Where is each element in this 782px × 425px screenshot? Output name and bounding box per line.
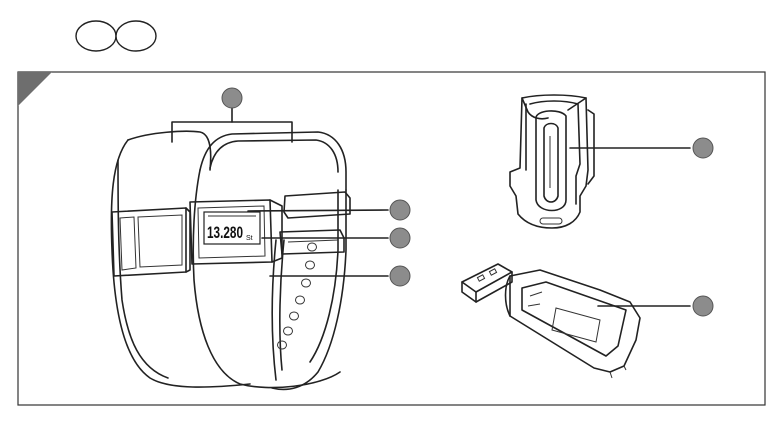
tracker-display-value: 13.280 xyxy=(207,223,243,242)
marker-tracker-module xyxy=(390,228,410,248)
marker-usb-charger xyxy=(693,296,713,316)
language-circle-1 xyxy=(76,21,116,51)
strap-holes xyxy=(278,243,317,349)
wristband-illustration xyxy=(111,131,350,389)
marker-wristband xyxy=(222,88,242,108)
language-circles xyxy=(76,21,156,51)
belt-clip-illustration xyxy=(510,95,594,228)
tracker-display-unit: St xyxy=(246,235,253,242)
callout-markers xyxy=(222,88,713,316)
marker-belt-clip xyxy=(693,138,713,158)
corner-tab xyxy=(18,72,52,106)
language-circle-2 xyxy=(116,21,156,51)
marker-wristband-clasp xyxy=(390,266,410,286)
leader-display xyxy=(248,210,388,211)
usb-charger-illustration xyxy=(462,264,640,378)
marker-display xyxy=(390,200,410,220)
